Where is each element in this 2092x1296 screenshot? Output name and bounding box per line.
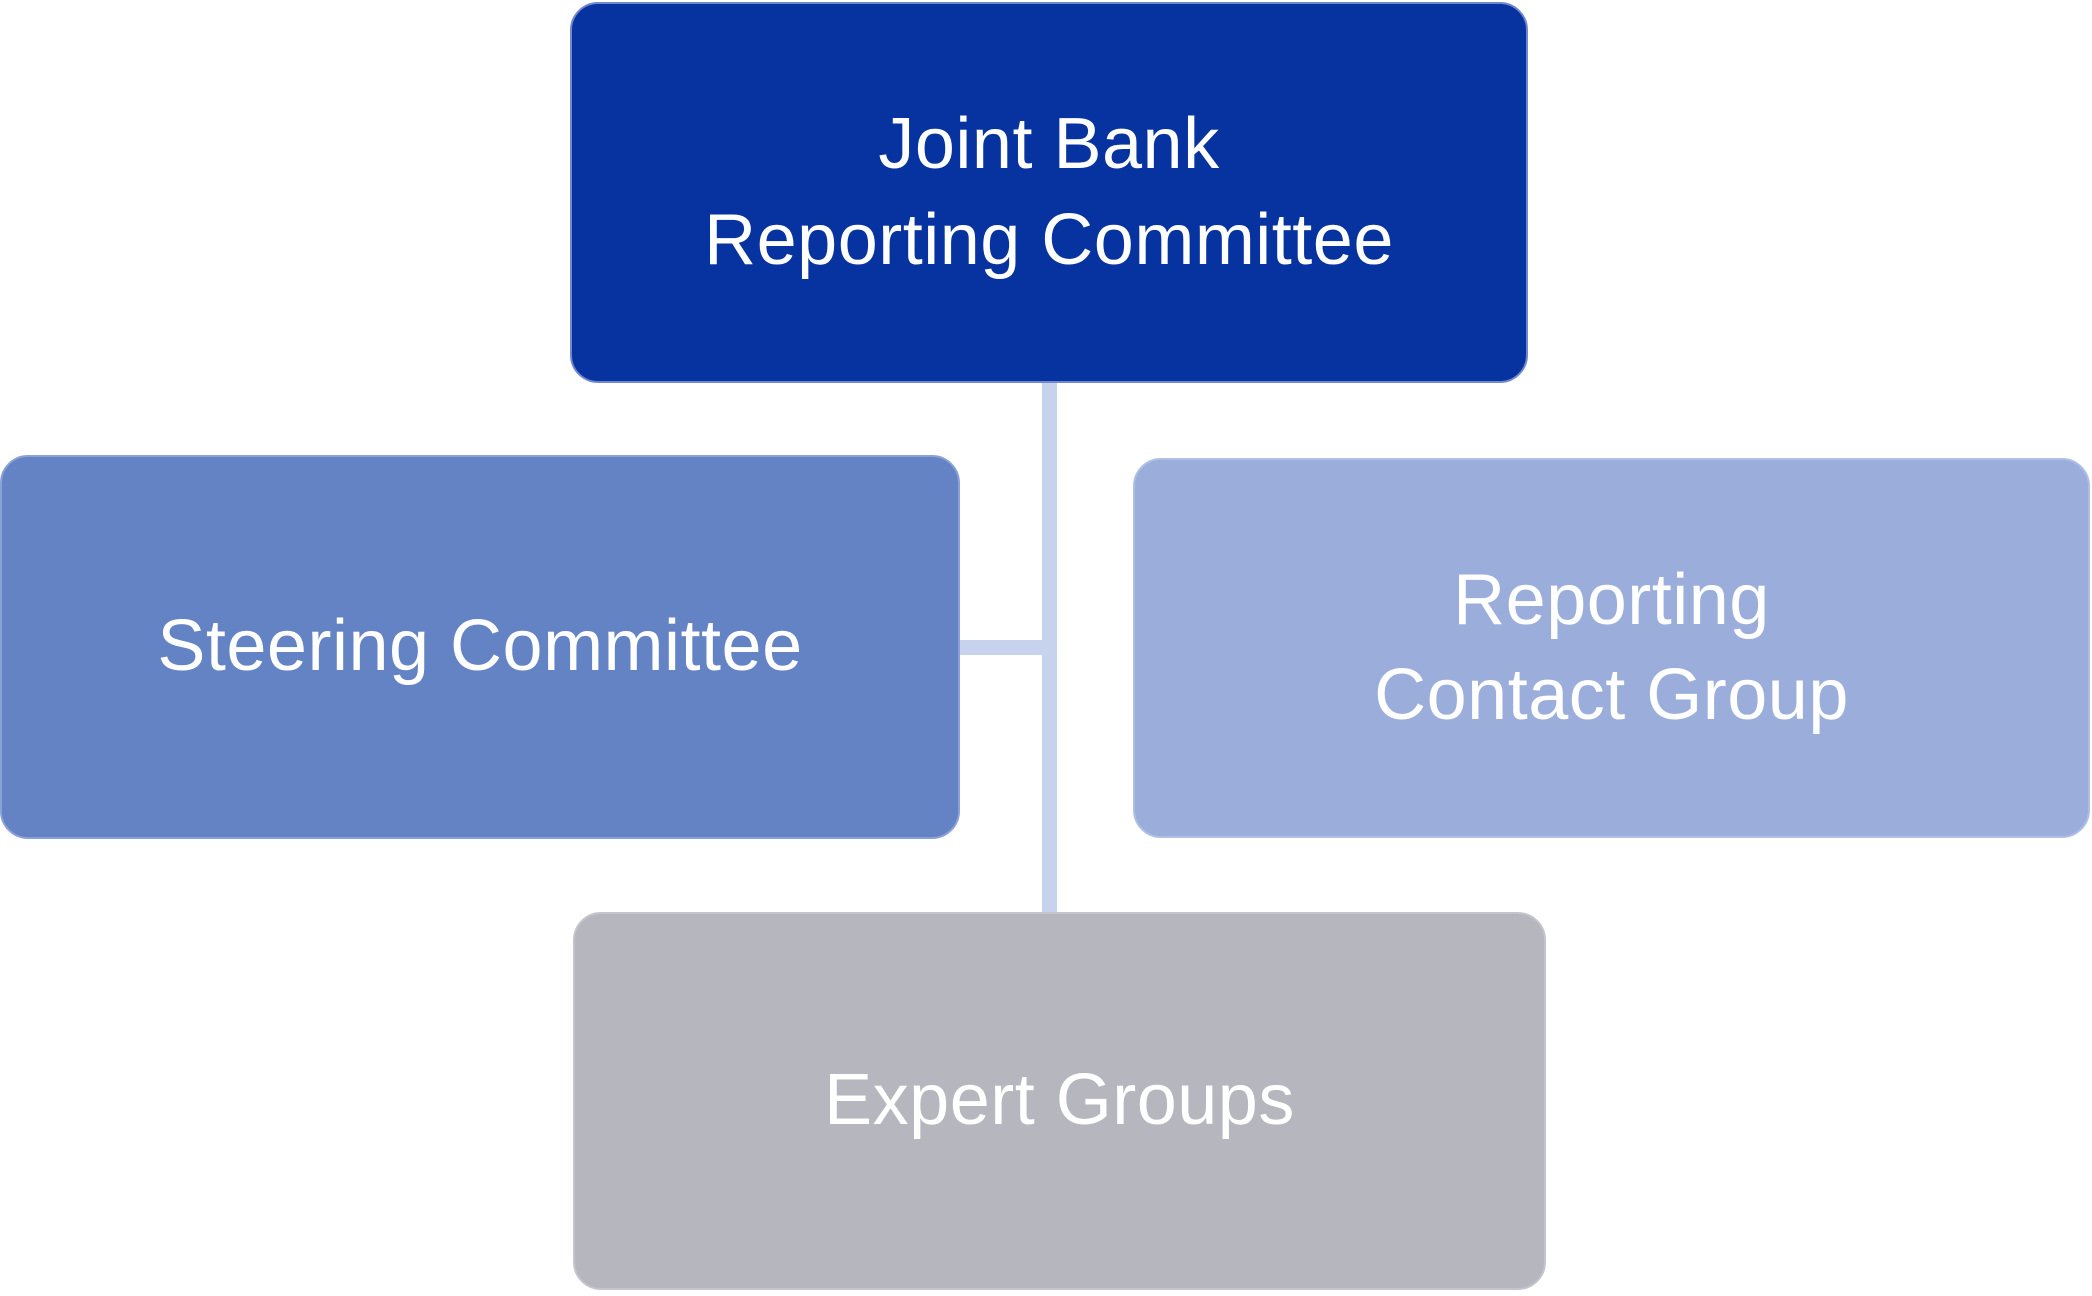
node-label-steering-committee: Steering Committee: [157, 606, 803, 687]
node-label-joint-bank-reporting-committee: Joint Bank Reporting Committee: [704, 104, 1394, 280]
node-joint-bank-reporting-committee: Joint Bank Reporting Committee: [570, 2, 1528, 383]
node-steering-committee: Steering Committee: [0, 455, 960, 839]
node-label-reporting-contact-group: Reporting Contact Group: [1374, 559, 1849, 735]
node-label-expert-groups: Expert Groups: [824, 1060, 1295, 1141]
node-reporting-contact-group: Reporting Contact Group: [1133, 458, 2090, 838]
node-expert-groups: Expert Groups: [573, 912, 1546, 1290]
connector-horizontal-line: [950, 640, 1055, 655]
